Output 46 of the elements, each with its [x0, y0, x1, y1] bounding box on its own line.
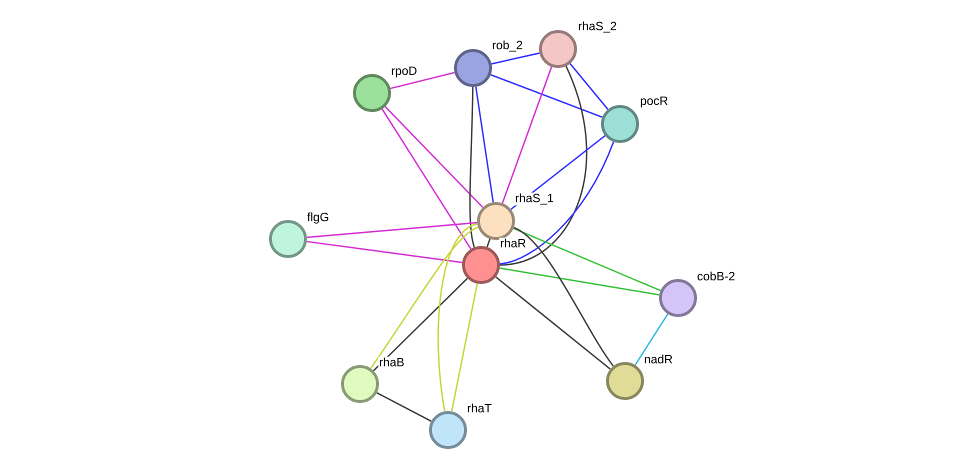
protein-node [462, 246, 500, 284]
interaction-line [486, 238, 491, 248]
node-label: rhaS_1 [514, 192, 555, 206]
node-label: rhaS_2 [577, 20, 618, 34]
protein-node [601, 105, 639, 143]
interaction-line [451, 284, 478, 412]
protein-node [341, 365, 379, 403]
interaction-line [500, 142, 614, 265]
node-label: rhaT [466, 402, 493, 414]
node-label: pocR [639, 96, 669, 108]
interaction-line [490, 74, 603, 118]
node-label: rpoD [390, 66, 418, 78]
interaction-line [500, 66, 587, 266]
protein-node [659, 279, 697, 317]
protein-node [454, 49, 492, 87]
interaction-line [513, 228, 661, 292]
node-label: rhaB [378, 356, 406, 368]
interaction-line [514, 226, 614, 366]
interaction-line [382, 108, 472, 250]
node-label: rhaR [499, 238, 527, 248]
protein-node [606, 362, 644, 400]
interaction-line [495, 276, 611, 370]
protein-node [429, 411, 467, 449]
interaction-line [438, 223, 478, 412]
interaction-line [634, 314, 668, 366]
node-label: rob_2 [491, 40, 524, 52]
interaction-line [500, 267, 660, 296]
protein-node [539, 30, 577, 68]
interaction-line [390, 72, 455, 90]
interaction-line [570, 63, 608, 110]
node-label: cobB-2 [696, 270, 736, 282]
interaction-line [384, 106, 484, 208]
node-label: nadR [643, 354, 674, 364]
protein-node [477, 202, 515, 240]
interaction-line [373, 278, 468, 372]
interaction-line [502, 66, 552, 204]
interaction-line [469, 86, 476, 248]
protein-node [353, 74, 391, 112]
protein-node [269, 220, 307, 258]
interaction-line [370, 226, 478, 369]
interaction-line [475, 86, 494, 202]
interaction-line [306, 222, 478, 238]
node-label: flgG [306, 212, 330, 224]
interaction-line [376, 392, 432, 422]
interaction-line [306, 240, 462, 264]
interaction-line [491, 52, 540, 65]
